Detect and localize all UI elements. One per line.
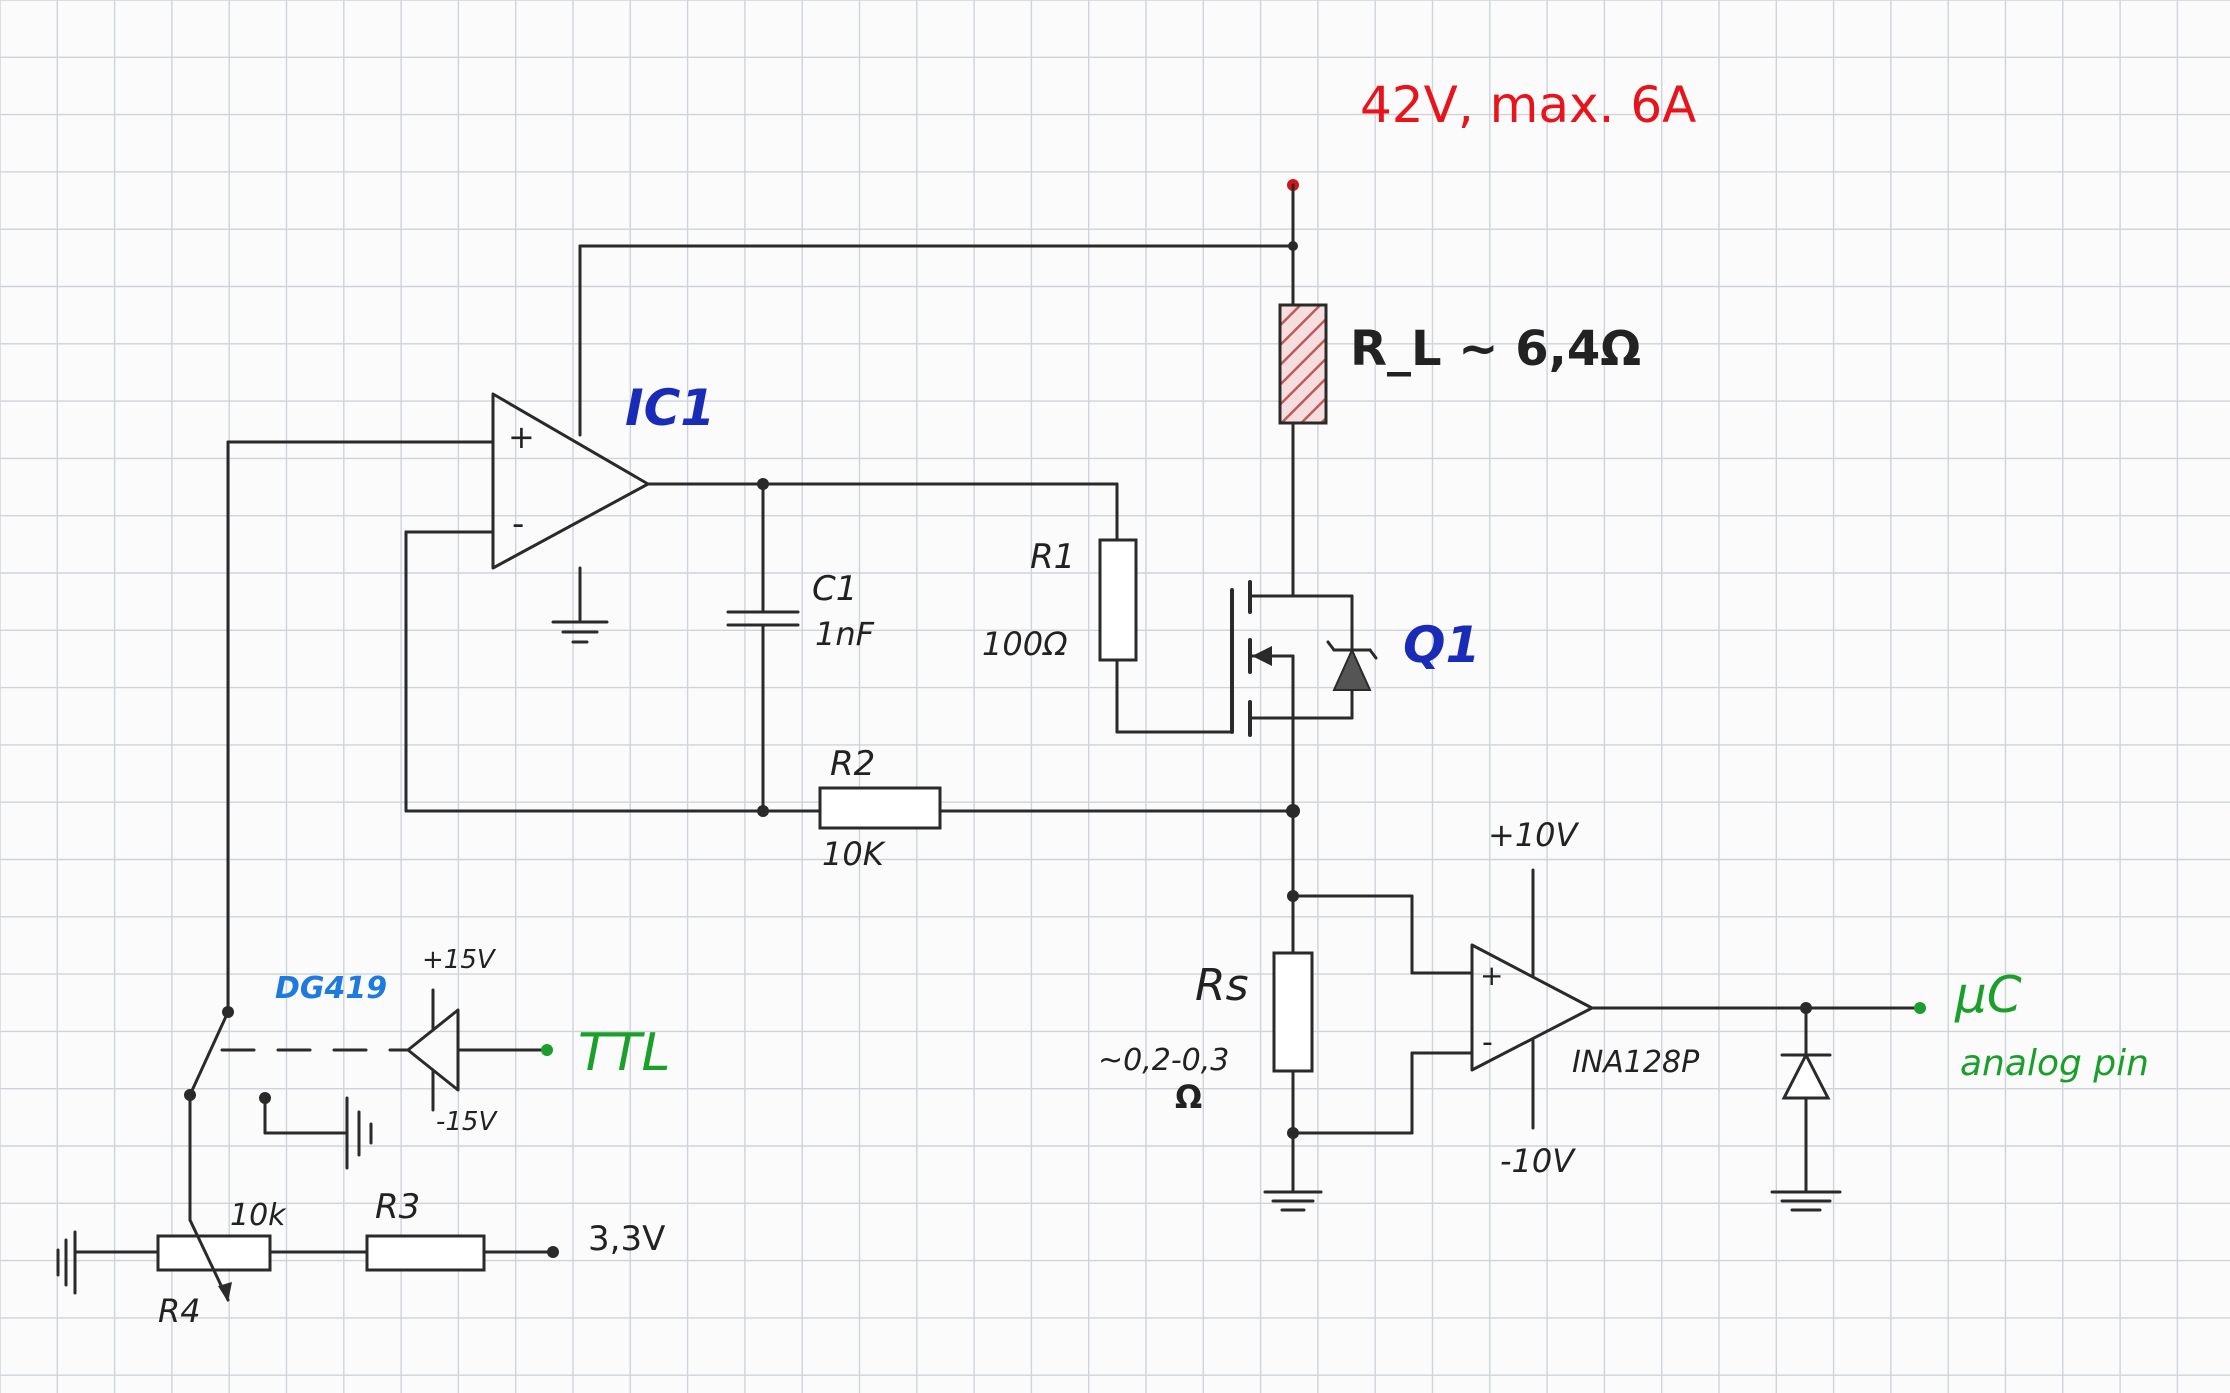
- ic1-opamp: [491, 392, 1119, 644]
- r2-value: 10K: [822, 835, 887, 873]
- supply-rail: [578, 179, 1299, 437]
- ina-minus-sign: -: [1482, 1025, 1493, 1060]
- r1-value: 100Ω: [982, 625, 1068, 663]
- ttl-label: TTL: [578, 1023, 671, 1083]
- rs-unit: Ω: [1175, 1078, 1202, 1116]
- resistor-r1: [1098, 482, 1234, 734]
- dg419-vpos: +15V: [422, 945, 497, 975]
- mosfet-q1: [1230, 580, 1378, 813]
- ic1-feedback-wire: [404, 530, 1300, 818]
- potentiometer-r4: [56, 1218, 369, 1302]
- ic1-plus-sign: +: [508, 418, 535, 456]
- sense-resistor-rs: [1263, 809, 1323, 1212]
- clamp-diode: [1770, 1006, 1842, 1212]
- r3-name: R3: [375, 1187, 420, 1227]
- r1-name: R1: [1030, 537, 1075, 577]
- uc-sublabel: analog pin: [1960, 1043, 2149, 1084]
- load-resistor-rl: [1278, 303, 1328, 598]
- rs-value: ~0,2-0,3: [1098, 1043, 1229, 1078]
- dg419-label: DG419: [275, 971, 387, 1006]
- ina-vpos: +10V: [1488, 816, 1580, 854]
- ina128p-amplifier: [1291, 868, 1926, 1135]
- ic1-label: IC1: [625, 379, 715, 437]
- dg419-vneg: -15V: [436, 1107, 498, 1137]
- load-label: R_L ~ 6,4Ω: [1350, 321, 1641, 377]
- uc-label: µC: [1954, 966, 2022, 1024]
- r2-name: R2: [830, 744, 875, 784]
- ina-plus-sign: +: [1480, 959, 1503, 992]
- ina-vneg: -10V: [1500, 1142, 1576, 1180]
- ina-label: INA128P: [1572, 1045, 1700, 1080]
- capacitor-c1: [726, 482, 800, 813]
- rs-name: Rs: [1195, 960, 1249, 1011]
- ic1-plus-wire: [226, 440, 495, 1012]
- ref-supply-label: 3,3V: [588, 1219, 665, 1259]
- resistor-r3: [365, 1234, 559, 1272]
- dg419-switch: [184, 988, 553, 1222]
- resistor-r2: [818, 786, 942, 830]
- c1-name: C1: [812, 569, 857, 609]
- c1-value: 1nF: [815, 615, 875, 653]
- supply-label: 42V, max. 6A: [1360, 76, 1696, 134]
- ic1-minus-sign: -: [512, 504, 524, 544]
- q1-label: Q1: [1403, 616, 1480, 674]
- r4-name: R4: [158, 1292, 201, 1330]
- r4-value: 10k: [230, 1198, 287, 1233]
